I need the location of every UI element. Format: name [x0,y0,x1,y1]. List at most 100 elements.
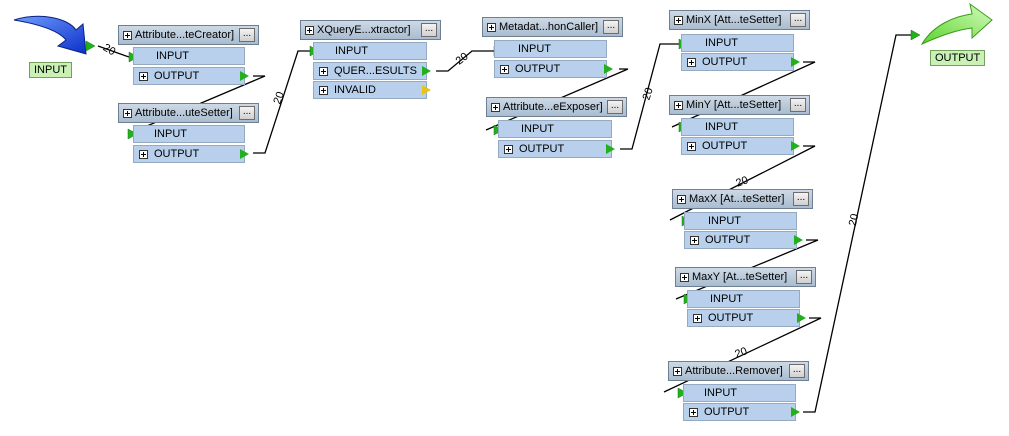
transformer-header[interactable]: MaxY [At...teSetter] ... [675,267,816,287]
transformer-header[interactable]: Attribute...uteSetter] ... [118,103,259,123]
port-label: QUER...ESULTS [334,65,417,77]
output-port-invalid[interactable]: INVALID [313,81,427,99]
output-port[interactable]: OUTPUT [683,403,796,421]
expand-icon[interactable] [504,144,513,154]
port-label: OUTPUT [515,63,561,75]
input-port[interactable]: INPUT [687,290,800,308]
output-port-arrow-icon[interactable] [791,141,800,151]
expand-icon[interactable] [693,313,702,323]
input-port[interactable]: INPUT [498,120,612,138]
transformer-title: Attribute...Remover] [685,365,783,377]
output-port[interactable]: OUTPUT [681,53,794,71]
output-label[interactable]: OUTPUT [930,50,986,66]
output-port-arrow-icon[interactable] [606,144,615,154]
expand-icon[interactable] [139,71,148,81]
output-port-arrow-icon[interactable] [794,235,803,245]
transformer-header[interactable]: MinY [Att...teSetter] ... [669,95,810,115]
expand-icon[interactable] [677,194,686,204]
expand-icon[interactable] [500,64,509,74]
more-options-button[interactable]: ... [607,100,623,114]
expand-icon[interactable] [690,235,699,245]
output-port[interactable]: OUTPUT [684,231,797,249]
input-port[interactable]: INPUT [133,47,245,65]
more-options-button[interactable]: ... [790,98,806,112]
output-port-arrow-icon[interactable] [791,407,800,417]
expand-icon[interactable] [491,102,500,112]
transformer-header[interactable]: Metadat...honCaller] ... [482,17,623,37]
port-label: INPUT [705,121,738,133]
expand-icon[interactable] [687,57,696,67]
input-port[interactable]: INPUT [683,384,796,402]
input-port[interactable]: INPUT [313,42,427,60]
output-port[interactable]: OUTPUT [498,140,612,158]
output-port-arrow-icon[interactable] [791,57,800,67]
expand-icon[interactable] [319,66,328,76]
input-port[interactable]: INPUT [681,34,794,52]
expand-icon[interactable] [687,141,696,151]
transformer-title: Metadat...honCaller] [499,21,599,33]
more-options-button[interactable]: ... [239,106,255,120]
output-port-query-results[interactable]: QUER...ESULTS [313,62,427,80]
expand-icon[interactable] [689,407,698,417]
transformer-header[interactable]: Attribute...eExposer] ... [486,97,627,117]
expand-icon[interactable] [674,100,683,110]
more-options-button[interactable]: ... [421,23,437,37]
wire-xquery-metadata [436,50,494,72]
input-port[interactable]: INPUT [681,118,794,136]
input-port[interactable]: INPUT [133,125,245,143]
output-port-arrow-icon[interactable] [422,66,431,76]
output-port[interactable]: OUTPUT [681,137,794,155]
output-arrow-icon [920,2,993,46]
input-arrow-icon [13,15,87,55]
invalid-port-arrow-icon[interactable] [422,85,431,95]
output-port[interactable]: OUTPUT [133,67,245,85]
output-port[interactable]: OUTPUT [133,145,245,163]
expand-icon[interactable] [673,366,682,376]
input-label[interactable]: INPUT [29,62,72,78]
port-label: OUTPUT [702,140,748,152]
transformer-title: MaxY [At...teSetter] [692,271,788,283]
transformer-header[interactable]: MaxX [At...teSetter] ... [672,189,813,209]
output-port-arrow-icon[interactable] [797,313,806,323]
output-port-arrow-icon[interactable] [240,71,249,81]
transformer-title: XQueryE...xtractor] [317,24,411,36]
transformer-title: Attribute...uteSetter] [135,107,233,119]
expand-icon[interactable] [139,149,148,159]
expand-icon[interactable] [123,30,132,40]
port-label: INPUT [335,45,368,57]
expand-icon[interactable] [123,108,132,118]
port-label: INPUT [518,43,551,55]
expand-icon[interactable] [680,272,689,282]
transformer-header[interactable]: MinX [Att...teSetter] ... [669,10,810,30]
more-options-button[interactable]: ... [789,364,805,378]
expand-icon[interactable] [305,25,314,35]
transformer-title: MinX [Att...teSetter] [686,14,782,26]
input-port[interactable]: INPUT [494,40,607,58]
port-label: INPUT [156,50,189,62]
more-options-button[interactable]: ... [796,270,812,284]
output-port[interactable]: OUTPUT [494,60,607,78]
port-label: OUTPUT [519,143,565,155]
wire-setter-xquery [253,50,313,154]
port-label: INPUT [154,128,187,140]
expand-icon[interactable] [319,85,328,95]
more-options-button[interactable]: ... [790,13,806,27]
input-port[interactable]: INPUT [684,212,797,230]
expand-icon[interactable] [674,15,683,25]
port-label: OUTPUT [708,312,754,324]
port-label: INPUT [710,293,743,305]
wire-exposer-minx [620,43,682,150]
expand-icon[interactable] [487,22,496,32]
transformer-header[interactable]: Attribute...Remover] ... [668,361,809,381]
more-options-button[interactable]: ... [239,28,255,42]
output-port-arrow-icon[interactable] [604,64,613,74]
port-label: OUTPUT [702,56,748,68]
transformer-header[interactable]: Attribute...teCreator] ... [118,25,259,45]
port-label: INPUT [704,387,737,399]
output-port-arrow-icon[interactable] [240,149,249,159]
port-label: INPUT [705,37,738,49]
output-port[interactable]: OUTPUT [687,309,800,327]
more-options-button[interactable]: ... [603,20,619,34]
more-options-button[interactable]: ... [793,192,809,206]
transformer-header[interactable]: XQueryE...xtractor] ... [300,20,441,40]
